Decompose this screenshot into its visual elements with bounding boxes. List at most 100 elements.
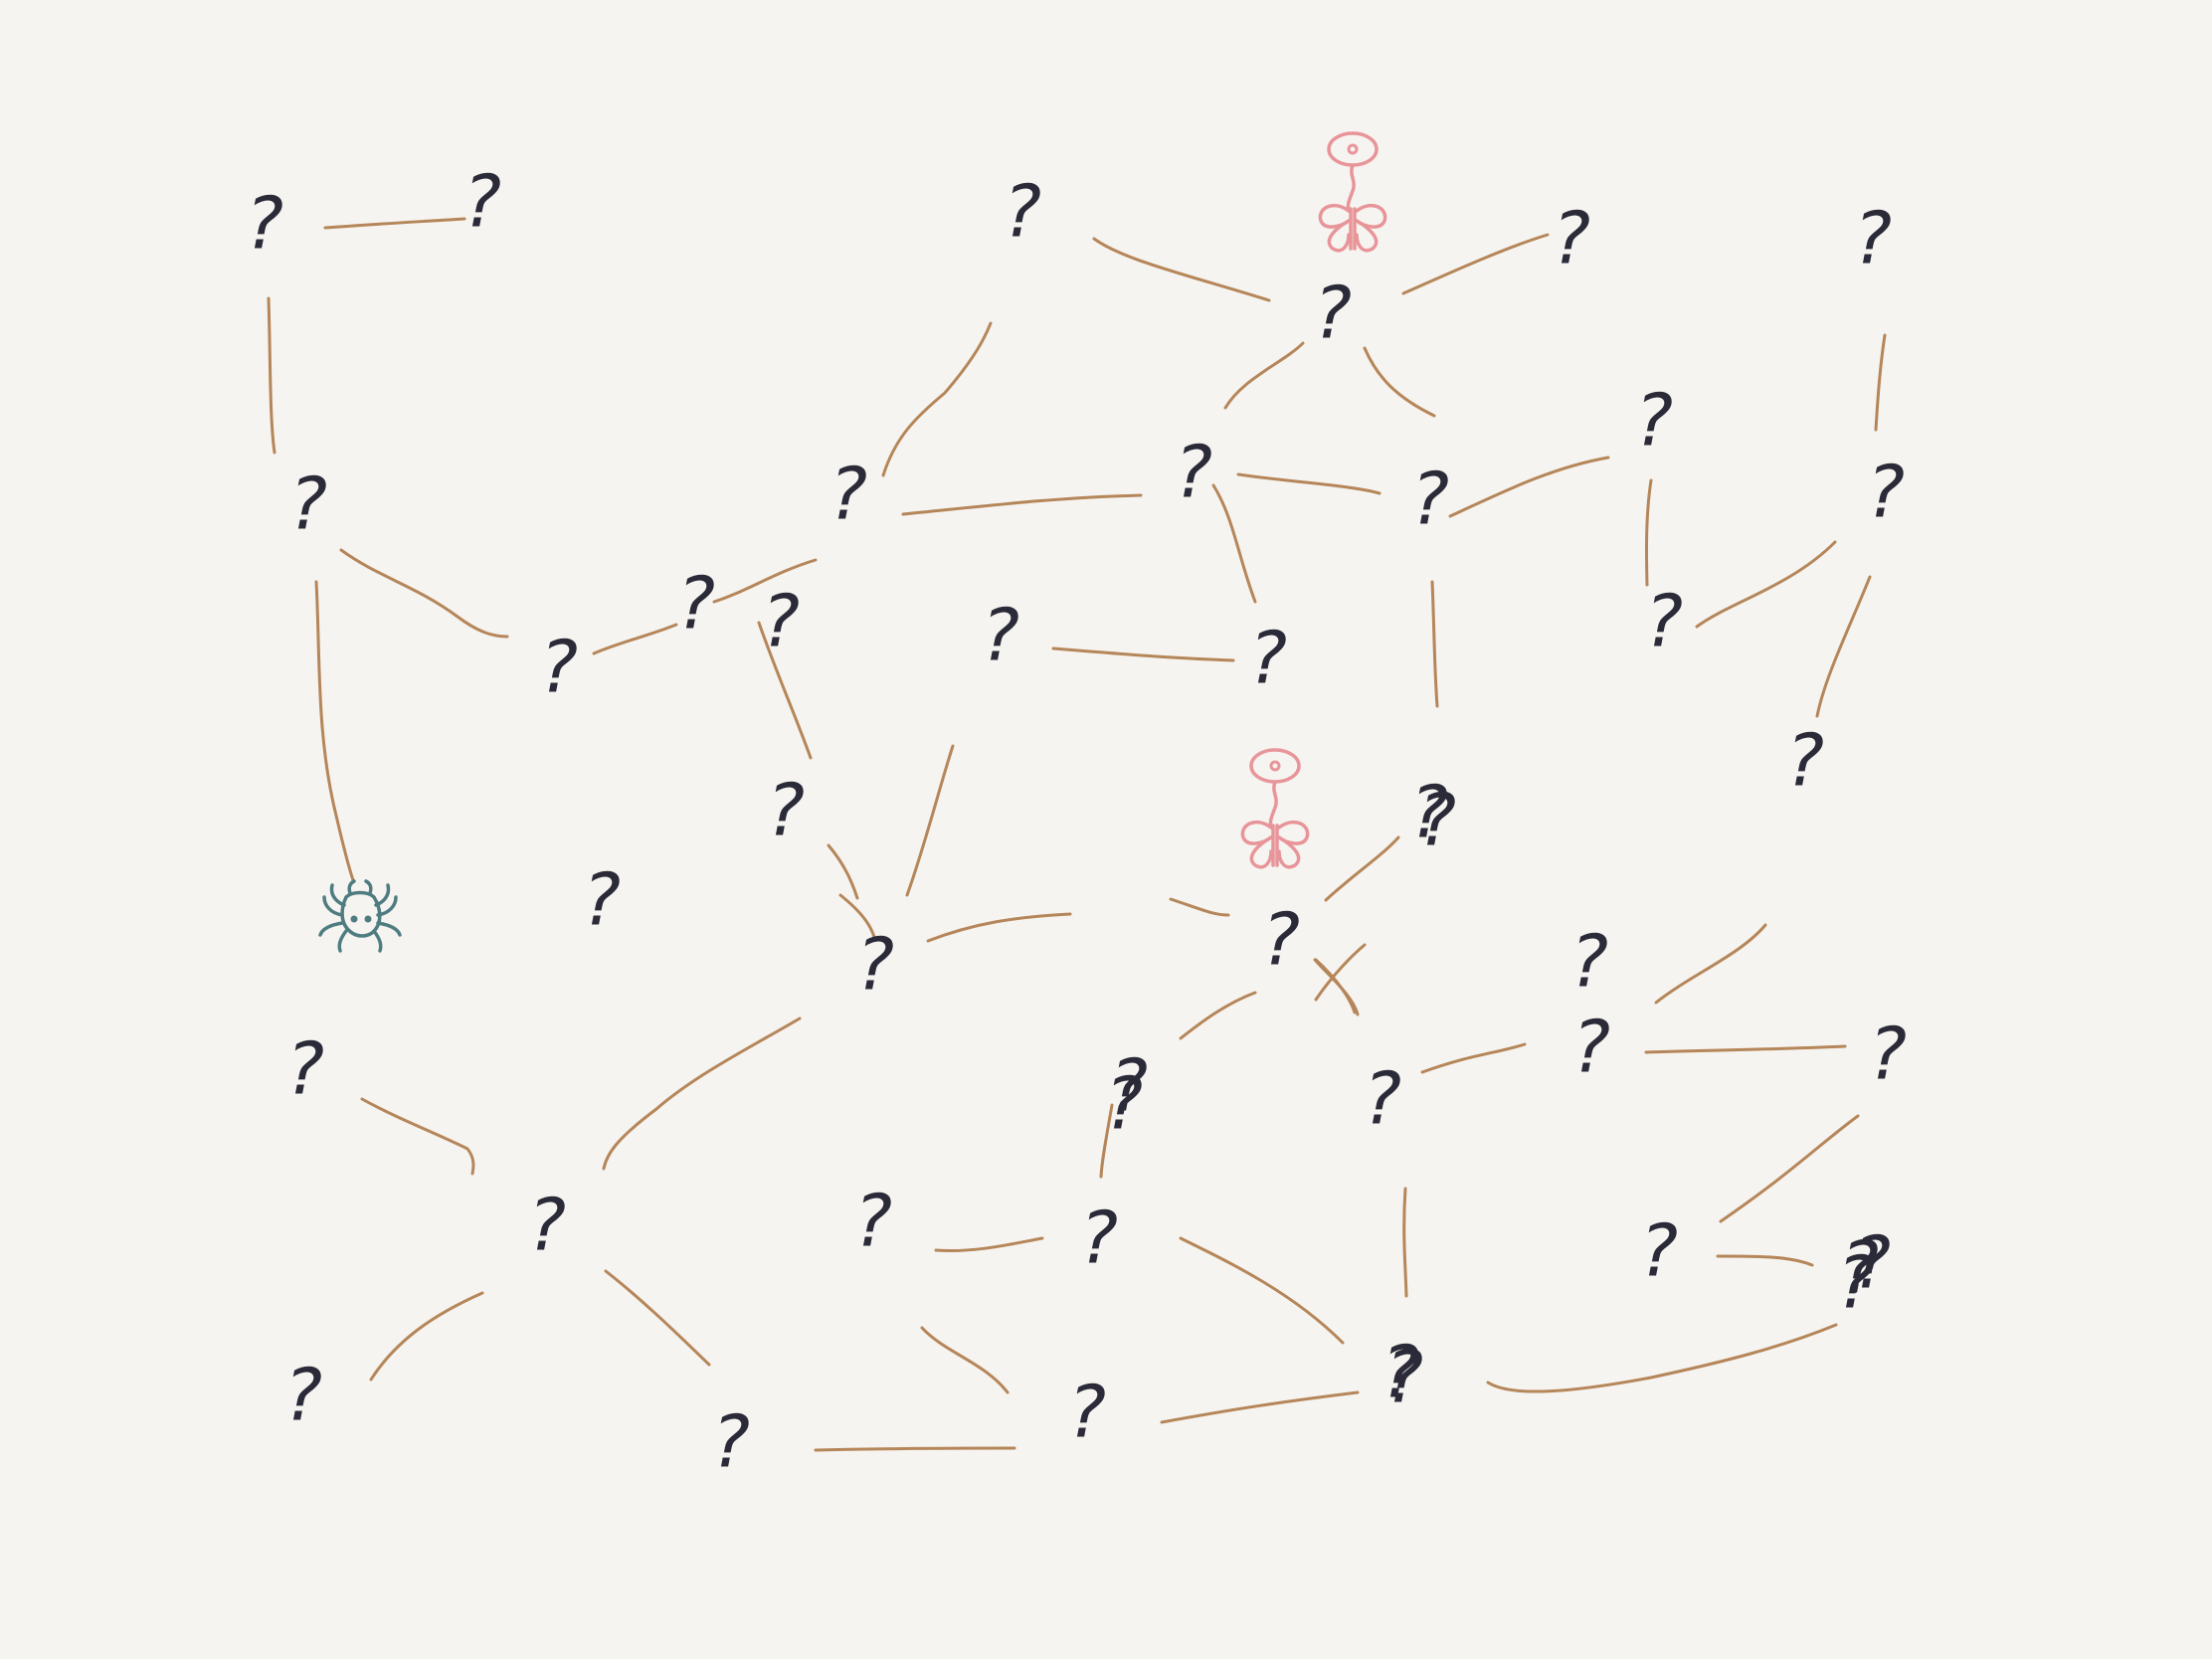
- web-node-glyph: ?: [540, 626, 578, 709]
- web-node[interactable]: ?: [1057, 1371, 1117, 1459]
- spider-icon[interactable]: [318, 879, 402, 953]
- web-node[interactable]: ?: [1094, 1062, 1154, 1151]
- web-node-glyph: ?: [1068, 1371, 1106, 1454]
- web-node[interactable]: ?: [453, 160, 512, 249]
- spider-stroke: [337, 929, 348, 953]
- web-strand: [901, 493, 1143, 516]
- web-strand: [339, 548, 509, 639]
- web-node-glyph: ?: [767, 769, 805, 852]
- web-node[interactable]: ?: [1399, 771, 1459, 859]
- web-node[interactable]: ?: [276, 1027, 335, 1116]
- spider-stroke: [364, 879, 373, 895]
- web-node[interactable]: ?: [971, 594, 1030, 682]
- web-node[interactable]: ?: [1624, 379, 1684, 467]
- web-node[interactable]: ?: [1371, 1331, 1430, 1419]
- web-node-glyph: ?: [1410, 771, 1448, 854]
- web-node[interactable]: ?: [235, 182, 294, 271]
- web-node[interactable]: ?: [1400, 458, 1460, 546]
- spider-stroke: [374, 883, 391, 907]
- web-node[interactable]: ?: [1407, 779, 1467, 867]
- web-node-glyph: ?: [1262, 898, 1300, 982]
- butterfly-head-dot: [1269, 760, 1281, 772]
- web-node[interactable]: ?: [517, 1184, 577, 1272]
- web-strands: [267, 217, 1887, 1452]
- web-node-glyph: ?: [463, 160, 501, 244]
- web-node[interactable]: ?: [1843, 197, 1903, 285]
- web-strand: [1099, 1103, 1114, 1179]
- web-node[interactable]: ?: [1238, 617, 1298, 705]
- web-node[interactable]: ?: [1164, 431, 1223, 519]
- web-strand: [1179, 1236, 1345, 1345]
- web-node[interactable]: ?: [751, 580, 811, 668]
- web-node[interactable]: ?: [572, 858, 632, 947]
- web-node-glyph: ?: [1382, 1331, 1419, 1414]
- web-strand: [1223, 341, 1305, 410]
- web-node-glyph: ?: [1645, 580, 1683, 663]
- web-node[interactable]: ?: [1251, 898, 1311, 987]
- web-node-glyph: ?: [1314, 272, 1352, 355]
- web-strand: [1401, 233, 1550, 295]
- web-node[interactable]: ?: [1542, 197, 1601, 285]
- web-node-glyph: ?: [854, 1180, 892, 1263]
- web-strand: [1719, 1114, 1860, 1223]
- web-node[interactable]: ?: [1353, 1057, 1412, 1146]
- butterfly-head-dot: [1347, 143, 1359, 155]
- web-strand: [1420, 1042, 1527, 1074]
- web-strand: [602, 1016, 802, 1171]
- web-node-glyph: ?: [1854, 197, 1892, 280]
- web-node[interactable]: ?: [1830, 1226, 1890, 1315]
- web-node[interactable]: ?: [666, 562, 726, 650]
- web-strand: [1211, 483, 1257, 604]
- web-node[interactable]: ?: [1375, 1336, 1434, 1424]
- web-node[interactable]: ?: [274, 1354, 333, 1442]
- web-strand: [1402, 1187, 1408, 1298]
- web-strand: [814, 1446, 1016, 1452]
- web-strand: [1169, 897, 1230, 917]
- web-strand: [360, 1097, 475, 1176]
- web-strand: [827, 843, 859, 900]
- web-strand: [1695, 540, 1837, 629]
- web-node[interactable]: ?: [1069, 1197, 1129, 1285]
- web-node-glyph: ?: [1411, 458, 1449, 541]
- web-node[interactable]: ?: [1842, 1221, 1902, 1310]
- butterfly-stroke: [1277, 835, 1301, 869]
- web-node[interactable]: ?: [993, 170, 1052, 259]
- spider-stroke: [329, 883, 346, 907]
- web-node[interactable]: ?: [1099, 1044, 1159, 1133]
- spider-stroke: [347, 879, 356, 895]
- web-node[interactable]: ?: [1775, 719, 1835, 808]
- web-node[interactable]: ?: [756, 769, 816, 857]
- web-node[interactable]: ?: [1562, 1006, 1621, 1094]
- web-strand: [323, 217, 466, 230]
- web-node[interactable]: ?: [1858, 1013, 1918, 1101]
- web-node-glyph: ?: [1837, 1241, 1875, 1325]
- web-node[interactable]: ?: [529, 626, 589, 714]
- web-node[interactable]: ?: [843, 1180, 903, 1268]
- web-node[interactable]: ?: [1856, 451, 1916, 539]
- web-node-glyph: ?: [1570, 920, 1608, 1004]
- web-strand: [1324, 835, 1400, 902]
- web-node[interactable]: ?: [278, 462, 338, 551]
- web-node[interactable]: ?: [1629, 1209, 1689, 1298]
- web-strand: [757, 621, 813, 760]
- web-node-glyph: ?: [1175, 431, 1212, 514]
- web-node[interactable]: ?: [1303, 272, 1363, 360]
- web-node[interactable]: ?: [701, 1400, 761, 1489]
- butterfly-icon[interactable]: [1318, 131, 1387, 253]
- web-node[interactable]: ?: [1634, 580, 1694, 668]
- web-node[interactable]: ?: [819, 453, 878, 541]
- web-node[interactable]: ?: [1826, 1241, 1886, 1330]
- web-strand: [1716, 1254, 1814, 1267]
- web-node[interactable]: ?: [1560, 920, 1619, 1009]
- web-node[interactable]: ?: [845, 923, 905, 1012]
- spider-stroke: [318, 921, 344, 937]
- web-strand: [1179, 991, 1257, 1040]
- web-node-glyph: ?: [528, 1184, 566, 1267]
- web-node-glyph: ?: [1004, 170, 1041, 254]
- butterfly-stroke: [1268, 780, 1278, 830]
- web-strand: [604, 1269, 711, 1367]
- butterfly-icon[interactable]: [1240, 748, 1310, 869]
- web-node-glyph: ?: [1635, 379, 1673, 462]
- web-strand: [1874, 333, 1887, 432]
